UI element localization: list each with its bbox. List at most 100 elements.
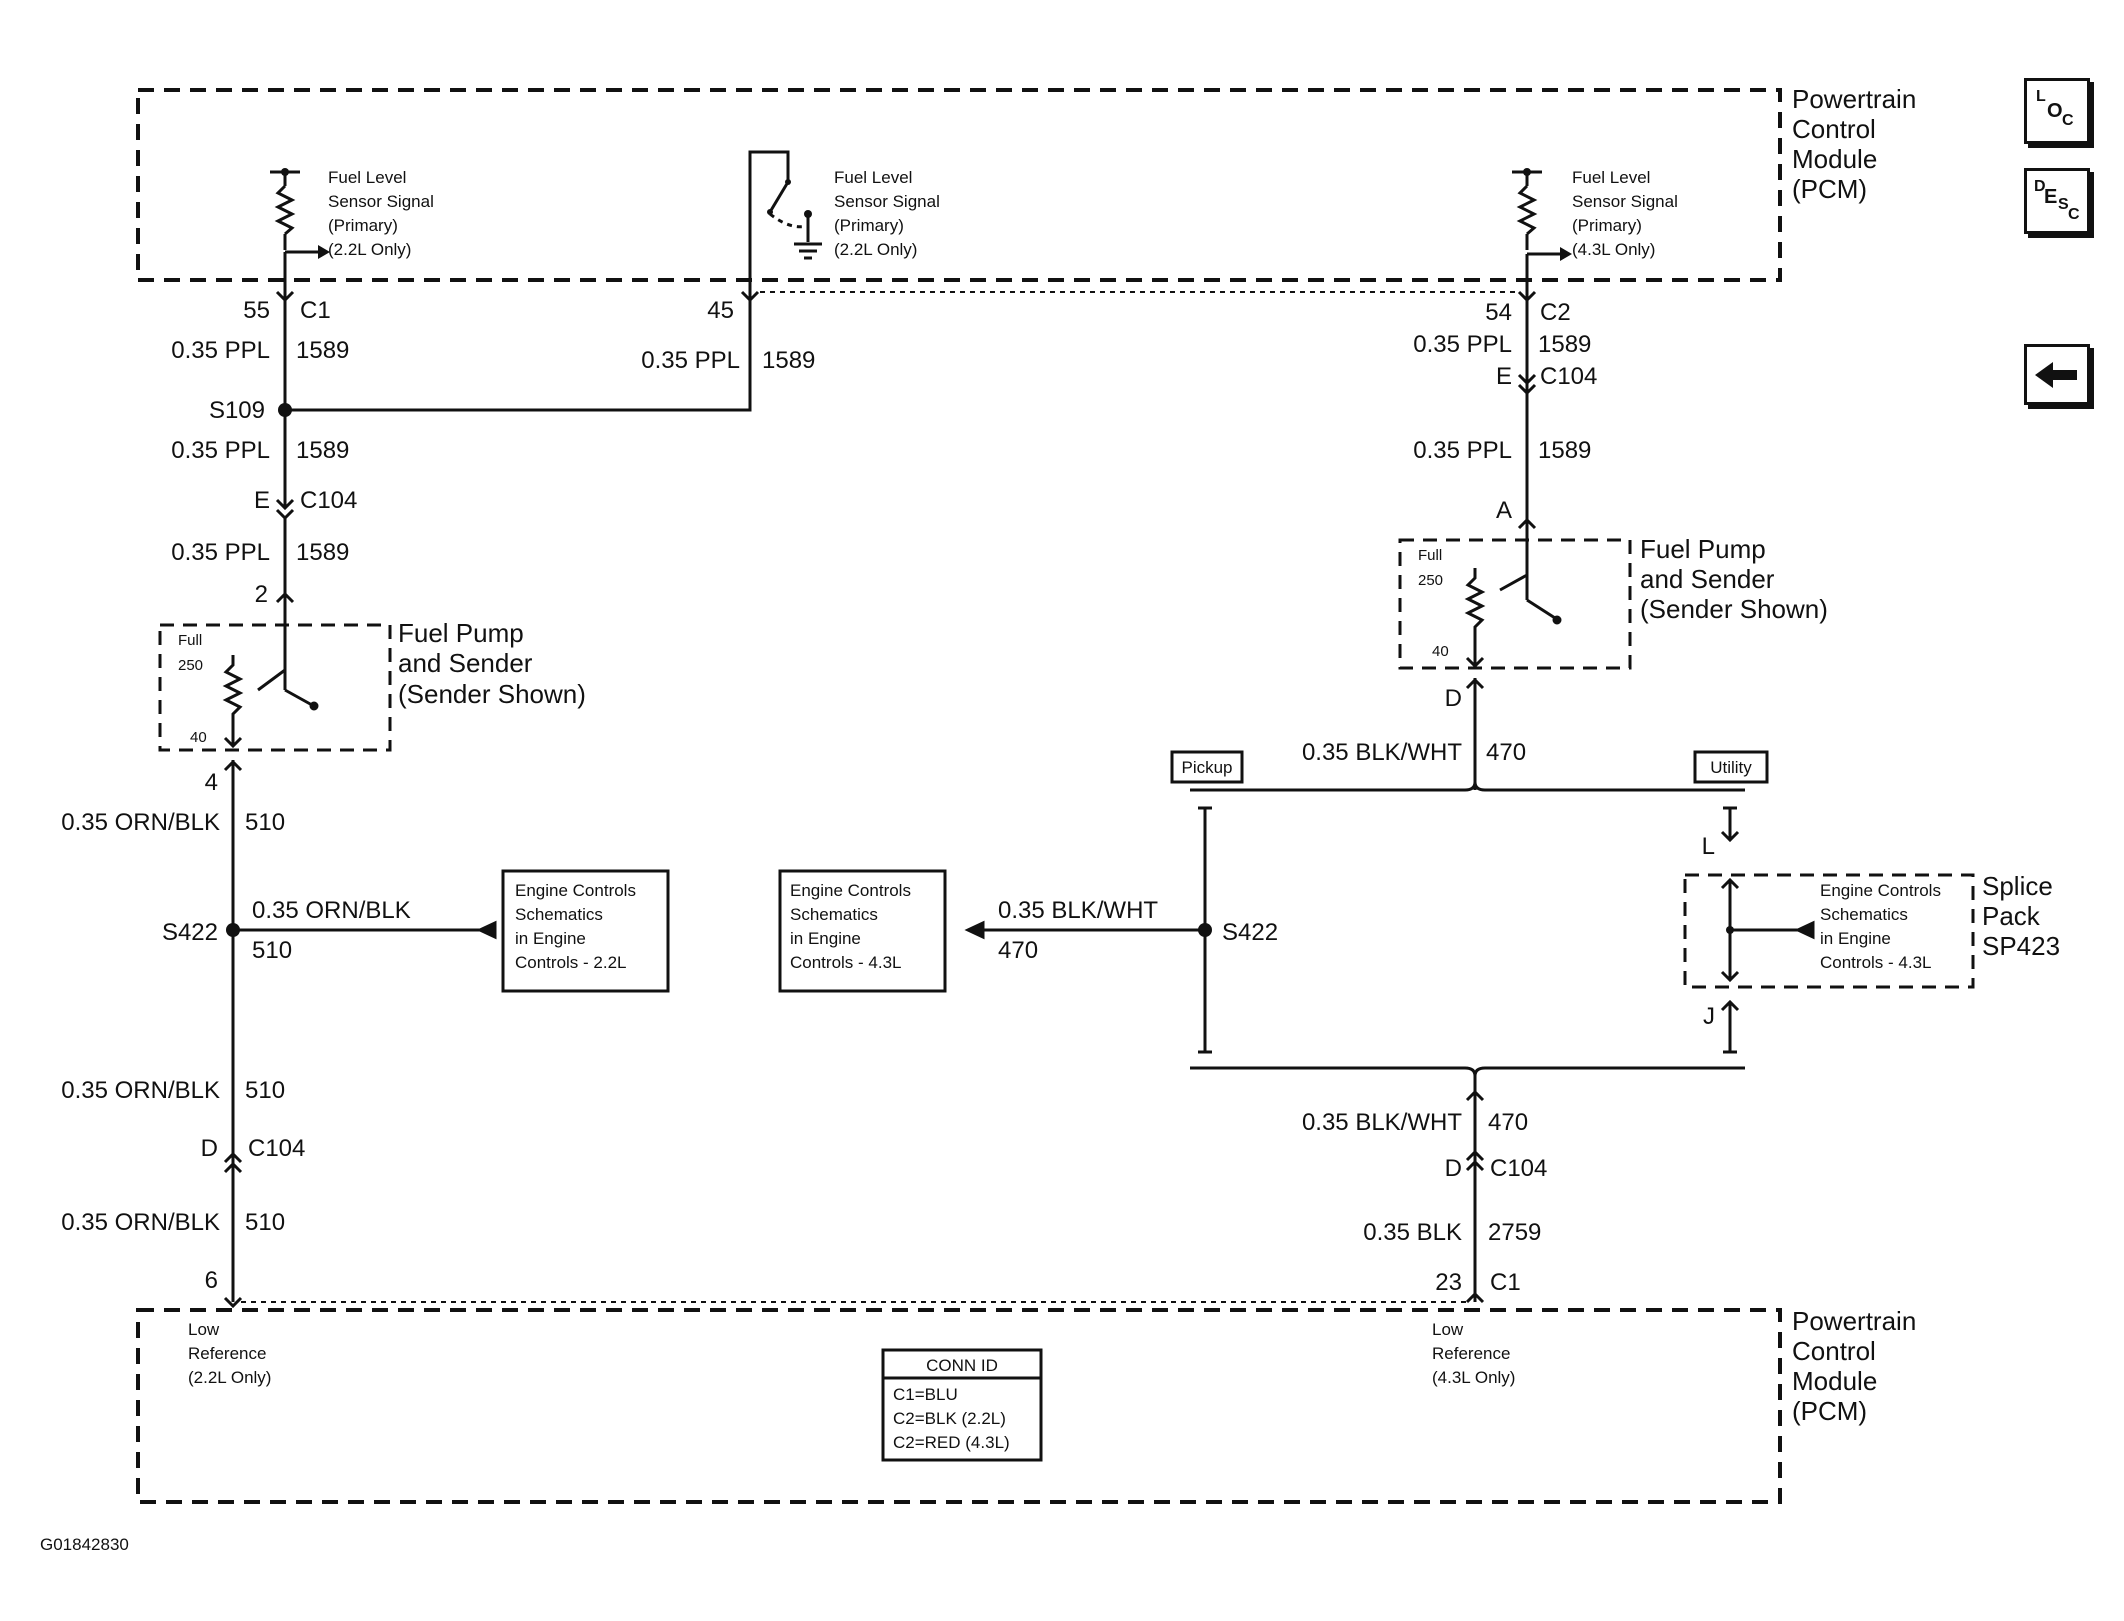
engine-controls-22-box: [501, 869, 670, 993]
splice-pack-line-1: Pack: [1982, 901, 2041, 931]
sensor-right-line-0: Fuel Level: [1572, 168, 1650, 187]
engine-controls-43-left-box: [778, 869, 947, 993]
conn-id-box: [881, 1348, 1043, 1462]
left-sender-title-1: and Sender: [398, 648, 533, 678]
right-circ5: 2759: [1488, 1219, 1541, 1246]
right-sender-pin-bottom: D: [1445, 685, 1462, 712]
left-sender-full: Full: [178, 632, 202, 649]
sensor-right-line-1: Sensor Signal: [1572, 192, 1678, 211]
sensor-left-line-2: (Primary): [328, 216, 398, 235]
left-circ2: 1589: [296, 437, 349, 464]
ec43r-line-3: Controls - 4.3L: [1820, 953, 1932, 972]
conn-id-row-2: C2=RED (4.3L): [893, 1433, 1010, 1452]
right-conn-top: C2: [1540, 299, 1571, 326]
ec43r-line-2: in Engine: [1820, 929, 1891, 948]
left-conn-low: C104: [248, 1135, 305, 1162]
ec43l-line-1: Schematics: [790, 905, 878, 924]
sensor-left-line-3: (2.2L Only): [328, 240, 411, 259]
lowref-22-line-0: Low: [188, 1320, 220, 1339]
right-wire5: 0.35 BLK: [1363, 1219, 1462, 1246]
splice-dot-s422-right: [1198, 923, 1212, 937]
right-sender-pin-top: A: [1496, 497, 1512, 524]
ec22-line-1: Schematics: [515, 905, 603, 924]
right-splice-s422: S422: [1222, 919, 1278, 946]
right-conn-bottom: C1: [1490, 1269, 1521, 1296]
right-wire4: 0.35 BLK/WHT: [1302, 1109, 1462, 1136]
left-conn-top: C1: [300, 297, 331, 324]
left-wire1: 0.35 PPL: [171, 337, 270, 364]
left-pin-bottom: 6: [205, 1267, 218, 1294]
lowref-43-line-2: (4.3L Only): [1432, 1368, 1515, 1387]
right-circ1: 1589: [1538, 331, 1591, 358]
splice-pack-box: [1683, 873, 1975, 989]
ec43r-line-1: Schematics: [1820, 905, 1908, 924]
sensor-left-line-1: Sensor Signal: [328, 192, 434, 211]
left-branch-circ: 510: [252, 937, 292, 964]
left-conn-mid-pin: E: [254, 487, 270, 514]
lowref-22-line-2: (2.2L Only): [188, 1368, 271, 1387]
sensor-right-line-3: (4.3L Only): [1572, 240, 1655, 259]
conn-id-row-0: C1=BLU: [893, 1385, 958, 1404]
left-conn-low-pin: D: [201, 1135, 218, 1162]
pin-J: J: [1703, 1003, 1715, 1030]
right-branch-wire: 0.35 BLK/WHT: [998, 897, 1158, 924]
right-sender-title-2: (Sender Shown): [1640, 594, 1828, 624]
left-sender-pin-top: 2: [255, 581, 268, 608]
right-wire2: 0.35 PPL: [1413, 437, 1512, 464]
left-circ3: 1589: [296, 539, 349, 566]
conn-id-title: CONN ID: [926, 1356, 998, 1375]
pcm-bottom-title-0: Powertrain: [1792, 1306, 1916, 1336]
left-circ5: 510: [245, 1077, 285, 1104]
right-conn-mid-pin: E: [1496, 363, 1512, 390]
loc-icon: L O C: [2036, 88, 2074, 129]
back-button[interactable]: [2024, 344, 2090, 405]
left-sender-title-0: Fuel Pump: [398, 618, 524, 648]
desc-button[interactable]: D E S C: [2024, 168, 2090, 234]
left-wire5: 0.35 ORN/BLK: [61, 1077, 220, 1104]
left-wire3: 0.35 PPL: [171, 539, 270, 566]
left-wire2: 0.35 PPL: [171, 437, 270, 464]
left-arrow-icon: [2035, 361, 2077, 388]
right-wire3: 0.35 BLK/WHT: [1302, 739, 1462, 766]
pcm-top-title-1: Control: [1792, 114, 1876, 144]
lowref-22-line-1: Reference: [188, 1344, 266, 1363]
left-sender-40: 40: [190, 729, 207, 746]
pickup-tag: Pickup: [1181, 758, 1232, 777]
left-circ4: 510: [245, 809, 285, 836]
sensor-mid-line-3: (2.2L Only): [834, 240, 917, 259]
right-conn-mid: C104: [1540, 363, 1597, 390]
left-sender-box: [158, 623, 392, 752]
loc-button[interactable]: L O C: [2024, 78, 2090, 144]
left-conn-mid: C104: [300, 487, 357, 514]
right-circ3: 470: [1486, 739, 1526, 766]
left-sender-250: 250: [178, 657, 203, 674]
pcm-top-title-2: Module: [1792, 144, 1877, 174]
mid-wire: 0.35 PPL: [641, 347, 740, 374]
right-sender-title-1: and Sender: [1640, 564, 1775, 594]
right-circ4: 470: [1488, 1109, 1528, 1136]
ec22-line-0: Engine Controls: [515, 881, 636, 900]
mid-pin: 45: [707, 297, 734, 324]
right-pin-top: 54: [1485, 299, 1512, 326]
left-sender-pin-bottom: 4: [205, 769, 218, 796]
left-branch-wire: 0.35 ORN/BLK: [252, 897, 411, 924]
pcm-bottom-box: [136, 1308, 1782, 1504]
left-wire4: 0.35 ORN/BLK: [61, 809, 220, 836]
lowref-43-line-0: Low: [1432, 1320, 1464, 1339]
left-circ1: 1589: [296, 337, 349, 364]
mid-circ: 1589: [762, 347, 815, 374]
utility-tag: Utility: [1710, 758, 1752, 777]
right-sender-title-0: Fuel Pump: [1640, 534, 1766, 564]
pcm-bottom-title-3: (PCM): [1792, 1396, 1867, 1426]
right-conn-low: C104: [1490, 1155, 1547, 1182]
ec43l-line-0: Engine Controls: [790, 881, 911, 900]
sensor-mid-line-1: Sensor Signal: [834, 192, 940, 211]
splice-dot-s109: [278, 403, 292, 417]
left-pin-top: 55: [243, 297, 270, 324]
pcm-bottom-title-2: Module: [1792, 1366, 1877, 1396]
pin-L: L: [1702, 833, 1715, 860]
ec43r-line-0: Engine Controls: [1820, 881, 1941, 900]
left-splice-s109: S109: [209, 397, 265, 424]
pcm-bottom-title-1: Control: [1792, 1336, 1876, 1366]
